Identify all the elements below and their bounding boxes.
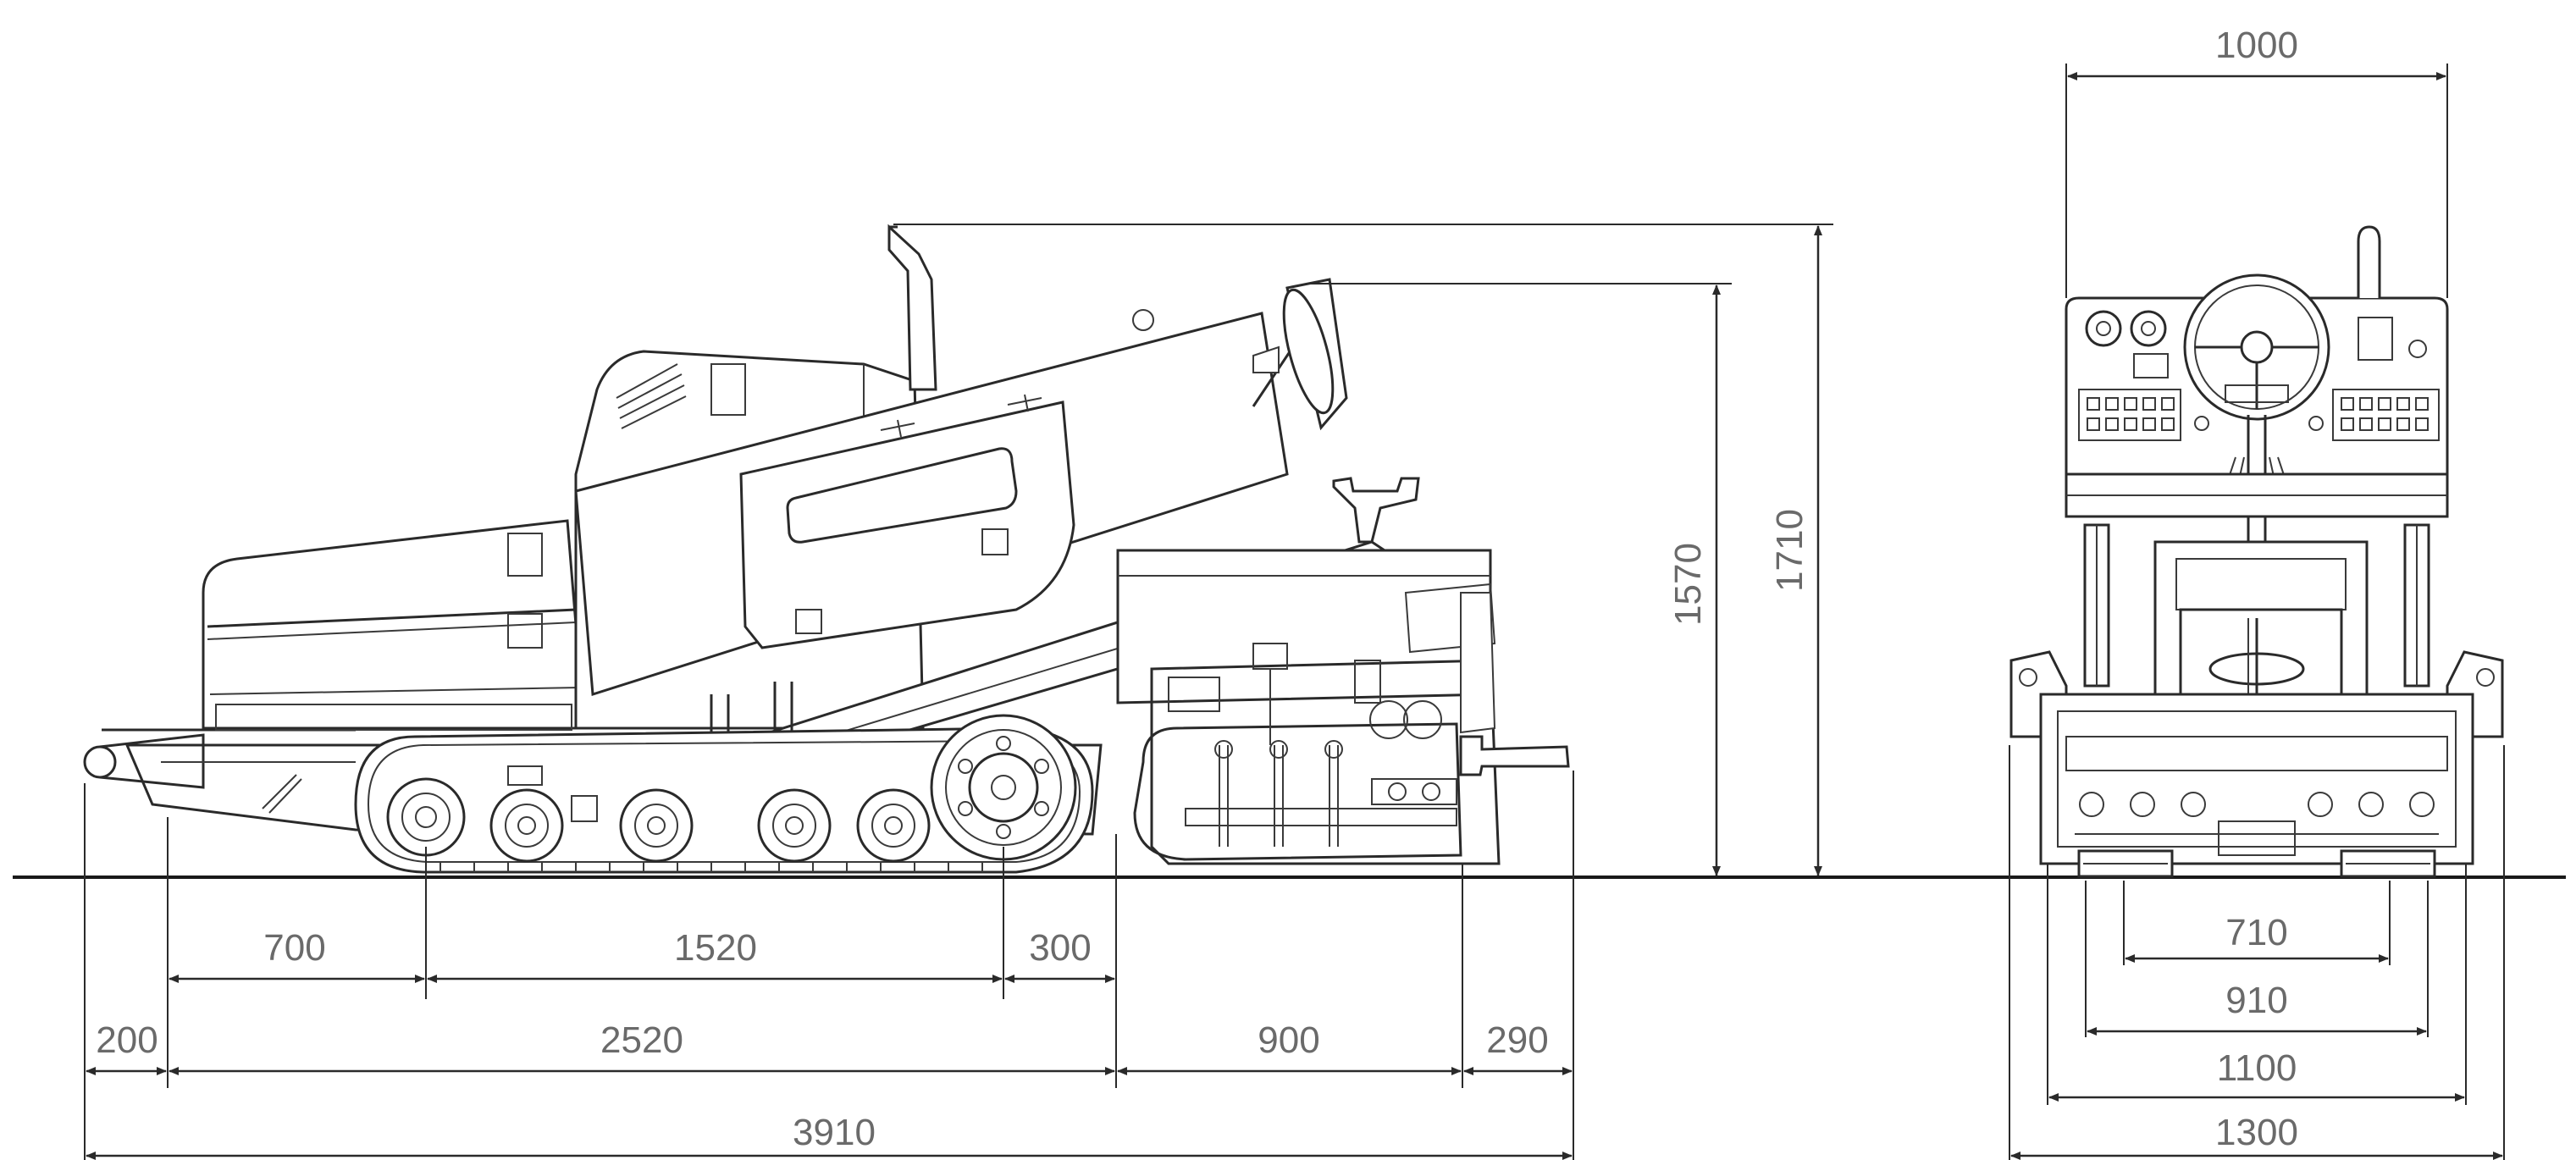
dim-2520-label: 2520 [600, 1019, 683, 1061]
dim-1000-label: 1000 [2215, 25, 2298, 66]
dim-1100-label: 1100 [2217, 1047, 2297, 1089]
side-view-dimensions: 700 1520 300 200 2520 900 290 3910 1570 … [84, 224, 1833, 1160]
dim-1520-label: 1520 [674, 927, 757, 969]
dim-900-label: 900 [1258, 1019, 1319, 1061]
dim-200-label: 200 [96, 1019, 158, 1061]
dim-290-label: 290 [1486, 1019, 1548, 1061]
dim-710-label: 710 [2225, 912, 2287, 953]
dim-910-label: 910 [2225, 980, 2287, 1021]
dim-1570-label: 1570 [1667, 543, 1709, 626]
dim-700-label: 700 [263, 927, 325, 969]
track-rollers [386, 714, 1077, 863]
side-view-machine [83, 224, 1570, 874]
dim-3910-label: 3910 [793, 1112, 876, 1153]
dim-300-label: 300 [1029, 927, 1091, 969]
dim-1300-label: 1300 [2215, 1112, 2298, 1153]
front-view-dimensions: 1000 710 910 1100 1300 [2009, 25, 2505, 1160]
front-view-machine [2009, 225, 2504, 878]
dim-1710-label: 1710 [1769, 509, 1810, 592]
